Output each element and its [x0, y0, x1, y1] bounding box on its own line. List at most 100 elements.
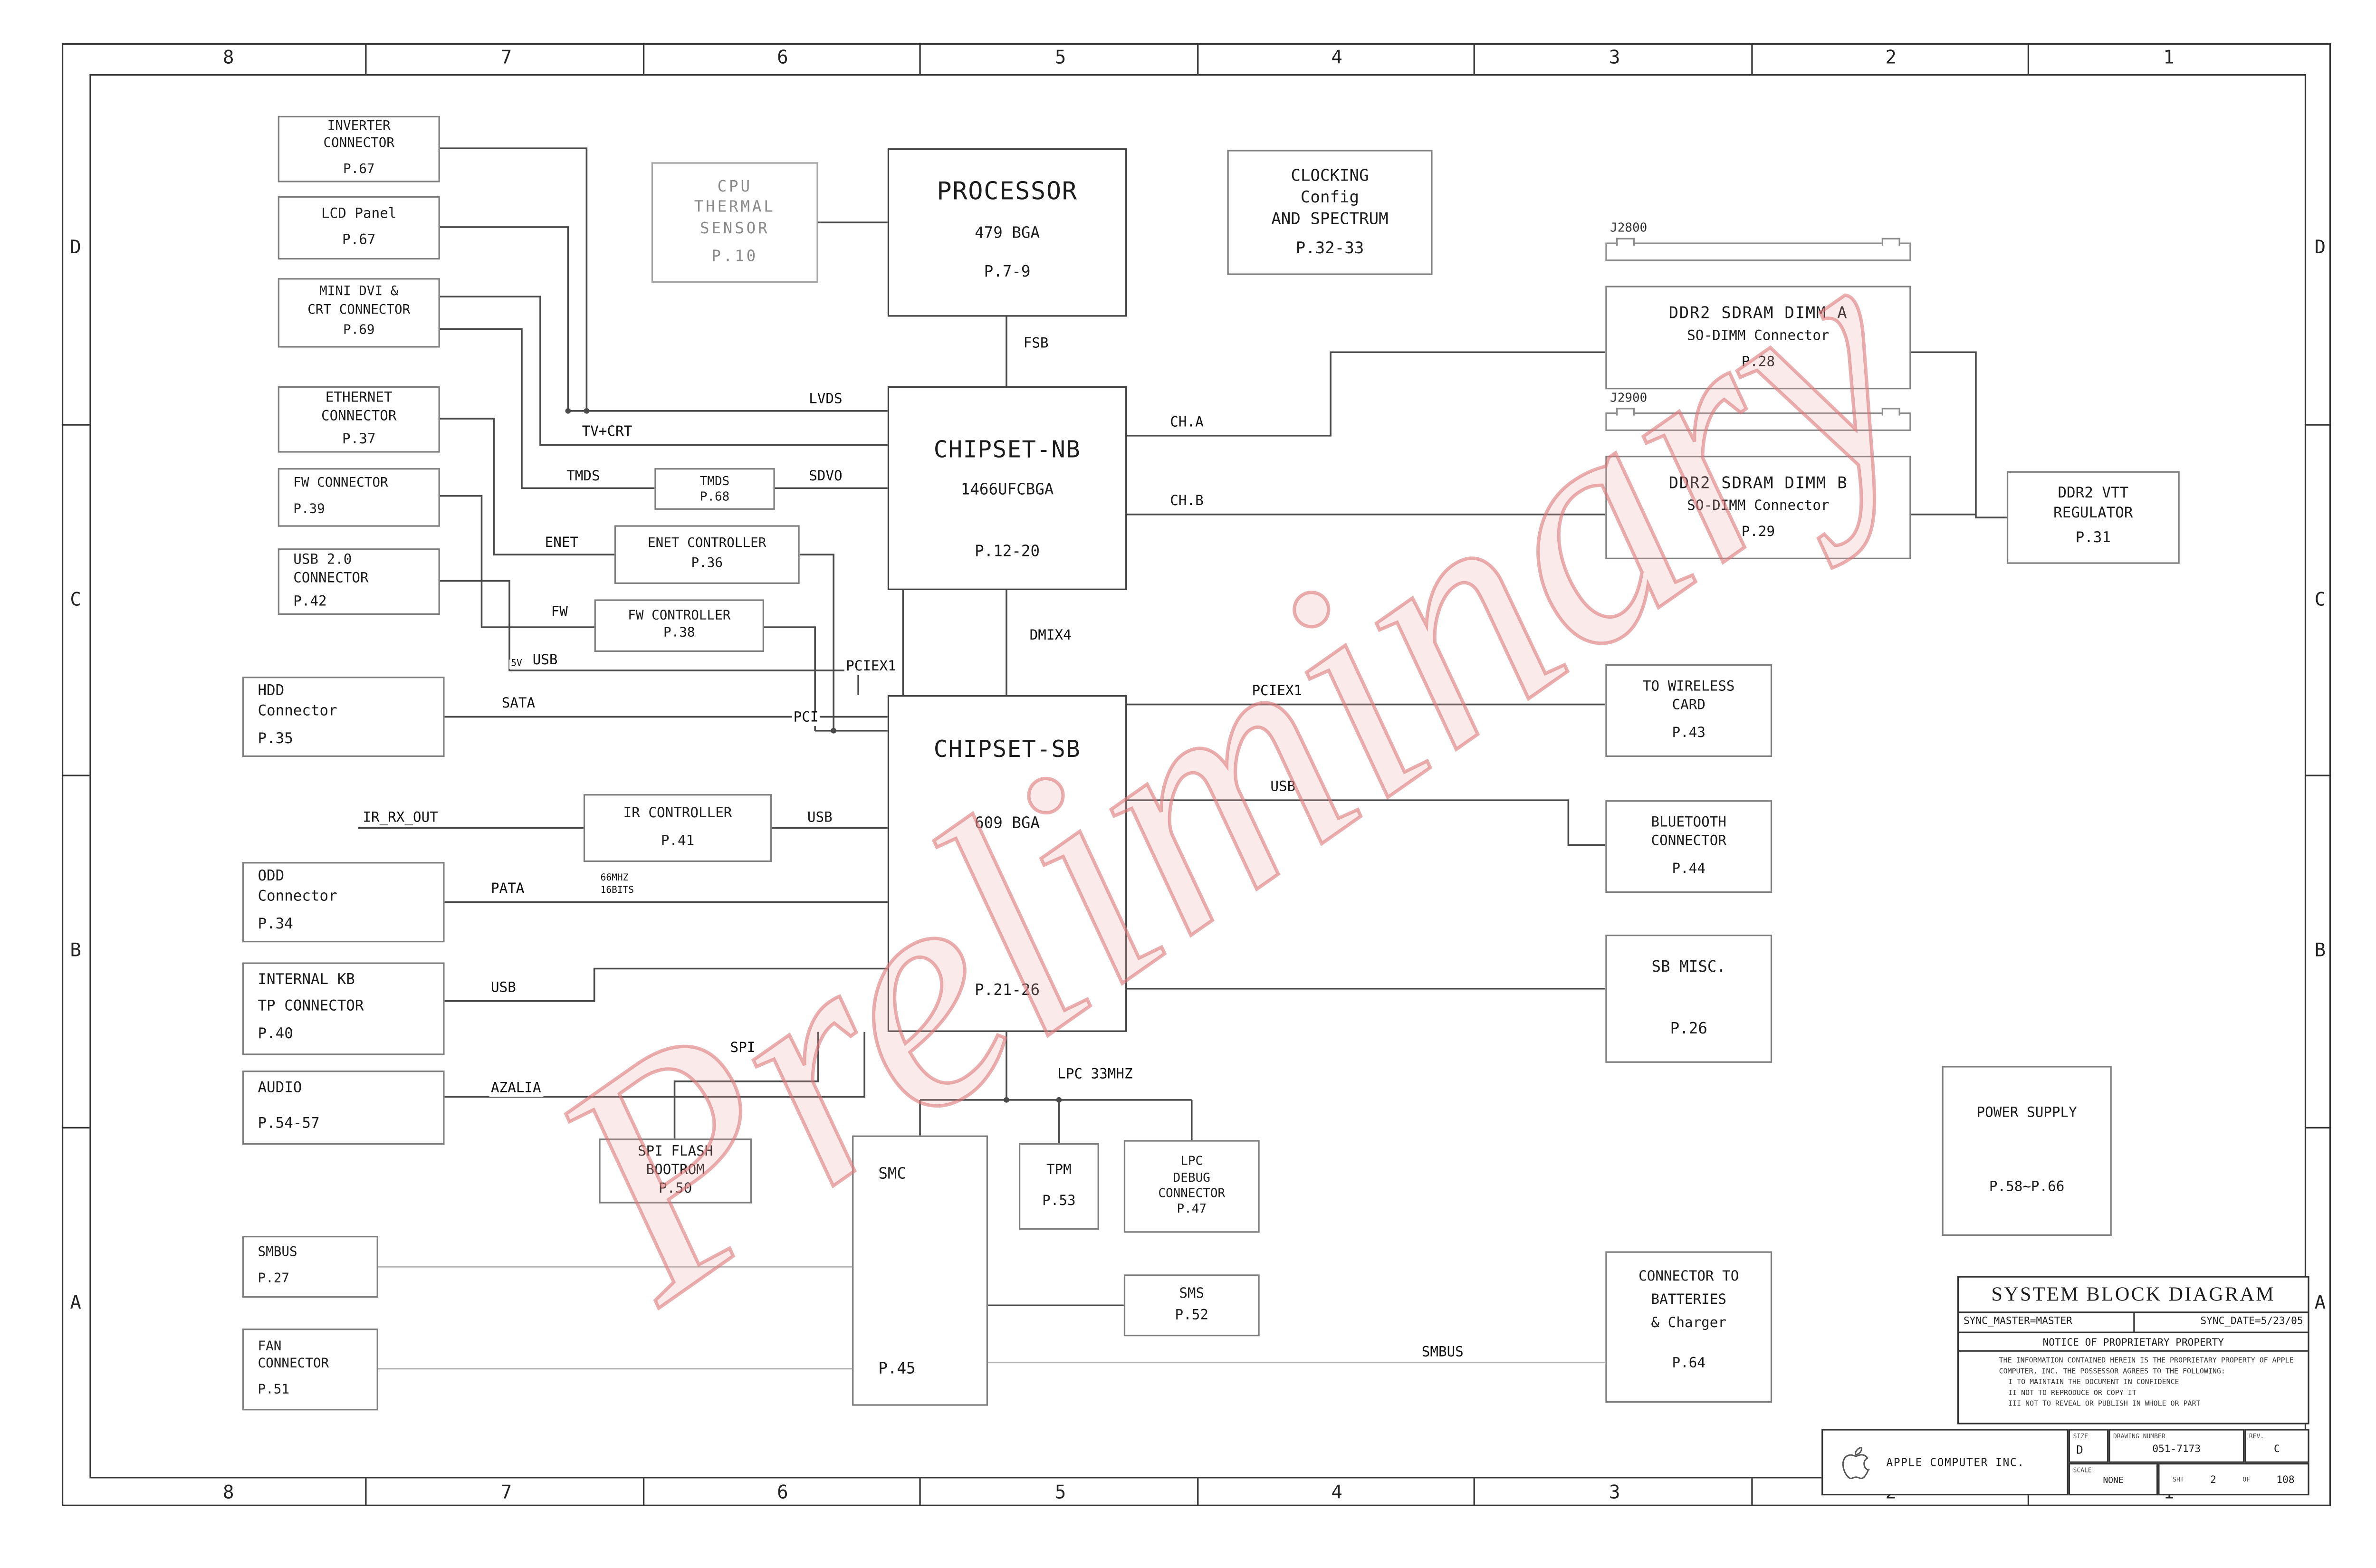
block-page: P.28 — [1741, 355, 1775, 371]
block-fan-connector: FAN CONNECTOR P.51 — [242, 1329, 378, 1411]
zone-col: 7 — [500, 46, 512, 68]
block-line: FW CONTROLLER — [628, 608, 731, 623]
block-line: LPC — [1180, 1154, 1203, 1168]
block-page: P.68 — [699, 489, 730, 503]
block-line: DDR2 SDRAM DIMM B — [1668, 474, 1848, 493]
block-page: P.45 — [878, 1360, 916, 1377]
net-label-pata: PATA — [489, 883, 526, 898]
block-line: FAN — [258, 1339, 282, 1355]
block-line: Connector — [258, 888, 337, 906]
refdes-j2900: J2900 — [1610, 391, 1648, 405]
rev-label: REV. — [2249, 1432, 2264, 1440]
scale-label: SCALE — [2073, 1466, 2092, 1474]
drawing-number-cell: DRAWING NUMBER 051-7173 — [2108, 1429, 2245, 1463]
block-page: P.29 — [1741, 525, 1775, 541]
net-label-fsb: FSB — [1022, 337, 1050, 353]
block-line: BATTERIES — [1651, 1293, 1726, 1309]
chip-name: CHIPSET-SB — [933, 735, 1081, 764]
net-label-lvds: LVDS — [807, 393, 844, 408]
block-page: P.42 — [293, 594, 327, 610]
block-audio: AUDIO P.54-57 — [242, 1071, 445, 1145]
block-odd-connector: ODD Connector P.34 — [242, 862, 445, 943]
dimm-socket-glyph-b — [1605, 408, 1911, 431]
block-page: P.67 — [342, 233, 376, 249]
block-inverter-connector: INVERTER CONNECTOR P.67 — [278, 115, 440, 182]
block-line: TO WIRELESS — [1642, 680, 1735, 696]
block-line: TPM — [1046, 1163, 1072, 1179]
net-label-ch-a: CH.A — [1169, 416, 1205, 431]
zone-col: 8 — [222, 1481, 234, 1503]
refdes-j2800: J2800 — [1610, 220, 1648, 235]
chip-page: P.12-20 — [975, 543, 1040, 561]
block-page: P.44 — [1672, 861, 1705, 877]
net-label-tv-crt: TV+CRT — [580, 426, 634, 440]
title-block: SYSTEM BLOCK DIAGRAM SYNC_MASTER=MASTER … — [1957, 1276, 2309, 1425]
block-line: INVERTER — [327, 118, 391, 134]
block-line: CRT CONNECTOR — [307, 302, 411, 318]
block-line: MINI DVI & — [319, 285, 399, 300]
sheet-cell: SHT 2 OF 108 — [2158, 1463, 2309, 1496]
notice-item: III NOT TO REVEAL OR PUBLISH IN WHOLE OR… — [2008, 1402, 2201, 1410]
notice-title: NOTICE OF PROPRIETARY PROPERTY — [1959, 1333, 2308, 1352]
net-label-azalia: AZALIA — [489, 1082, 543, 1097]
block-usb2-connector: USB 2.0 CONNECTOR P.42 — [278, 548, 440, 615]
block-page: P.58~P.66 — [1989, 1180, 2065, 1195]
block-page: P.31 — [2075, 529, 2111, 547]
sync-date: SYNC_DATE=5/23/05 — [2200, 1314, 2303, 1327]
net-label-pciex1-wireless: PCIEX1 — [1250, 685, 1304, 700]
block-processor: PROCESSOR 479 BGA P.7-9 — [887, 148, 1127, 317]
block-page: P.40 — [258, 1025, 293, 1043]
zone-col: 3 — [1609, 46, 1620, 68]
zone-col: 5 — [1054, 46, 1066, 68]
net-label-usb-conn: USB — [531, 654, 559, 669]
net-label-usb-kb: USB — [489, 982, 518, 997]
block-line: ODD — [258, 869, 285, 886]
notice-body: THE INFORMATION CONTAINED HEREIN IS THE … — [1999, 1358, 2294, 1377]
net-label-sata: SATA — [500, 698, 537, 712]
block-line: SENSOR — [699, 220, 770, 238]
notice-item: II NOT TO REPRODUCE OR COPY IT — [2008, 1391, 2136, 1399]
block-page: P.26 — [1670, 1020, 1707, 1038]
block-power-supply: POWER SUPPLY P.58~P.66 — [1942, 1066, 2112, 1236]
company-block: APPLE COMPUTER INC. — [1821, 1429, 2069, 1496]
zone-row: A — [70, 1291, 81, 1313]
block-line: SMS — [1179, 1286, 1205, 1302]
rev-value: C — [2273, 1443, 2280, 1455]
block-page: P.51 — [258, 1382, 290, 1398]
zone-row: B — [70, 939, 81, 961]
block-sms: SMS P.52 — [1123, 1274, 1260, 1337]
chip-page: P.21-26 — [975, 982, 1040, 999]
block-smbus: SMBUS P.27 — [242, 1235, 378, 1298]
net-label-66mhz: 66MHZ — [599, 874, 630, 884]
zone-col: 6 — [777, 1481, 788, 1503]
block-line: TMDS — [699, 474, 730, 488]
block-line: SMBUS — [258, 1245, 297, 1261]
chip-sub: 609 BGA — [975, 816, 1040, 833]
block-line: FW CONNECTOR — [293, 476, 388, 491]
block-page: P.37 — [342, 431, 376, 448]
zone-col: 6 — [777, 46, 788, 68]
block-smc: SMC P.45 — [852, 1135, 988, 1406]
block-wireless-card: TO WIRELESS CARD P.43 — [1605, 664, 1772, 757]
zone-row: C — [2314, 588, 2326, 611]
block-enet-controller: ENET CONTROLLER P.36 — [614, 525, 800, 584]
net-label-dmix4: DMIX4 — [1028, 630, 1073, 644]
zone-col: 5 — [1054, 1481, 1066, 1503]
block-line: DDR2 SDRAM DIMM A — [1668, 304, 1848, 323]
net-label-usb-ir: USB — [805, 812, 834, 827]
size-cell: SIZE D — [2068, 1429, 2109, 1463]
zone-col: 3 — [1609, 1481, 1620, 1503]
block-line: CONNECTOR — [1651, 835, 1726, 851]
block-line: BLUETOOTH — [1651, 816, 1726, 832]
block-page: P.64 — [1672, 1357, 1705, 1373]
block-tpm: TPM P.53 — [1018, 1143, 1099, 1230]
block-page: P.54-57 — [258, 1115, 320, 1133]
dimm-socket-glyph-a — [1605, 238, 1911, 261]
block-line: REGULATOR — [2053, 505, 2133, 523]
of-label: OF — [2242, 1475, 2250, 1483]
block-hdd-connector: HDD Connector P.35 — [242, 677, 445, 757]
block-line: USB 2.0 — [293, 553, 352, 569]
sheet-label: SHT — [2173, 1475, 2184, 1483]
block-page: P.36 — [691, 556, 723, 572]
